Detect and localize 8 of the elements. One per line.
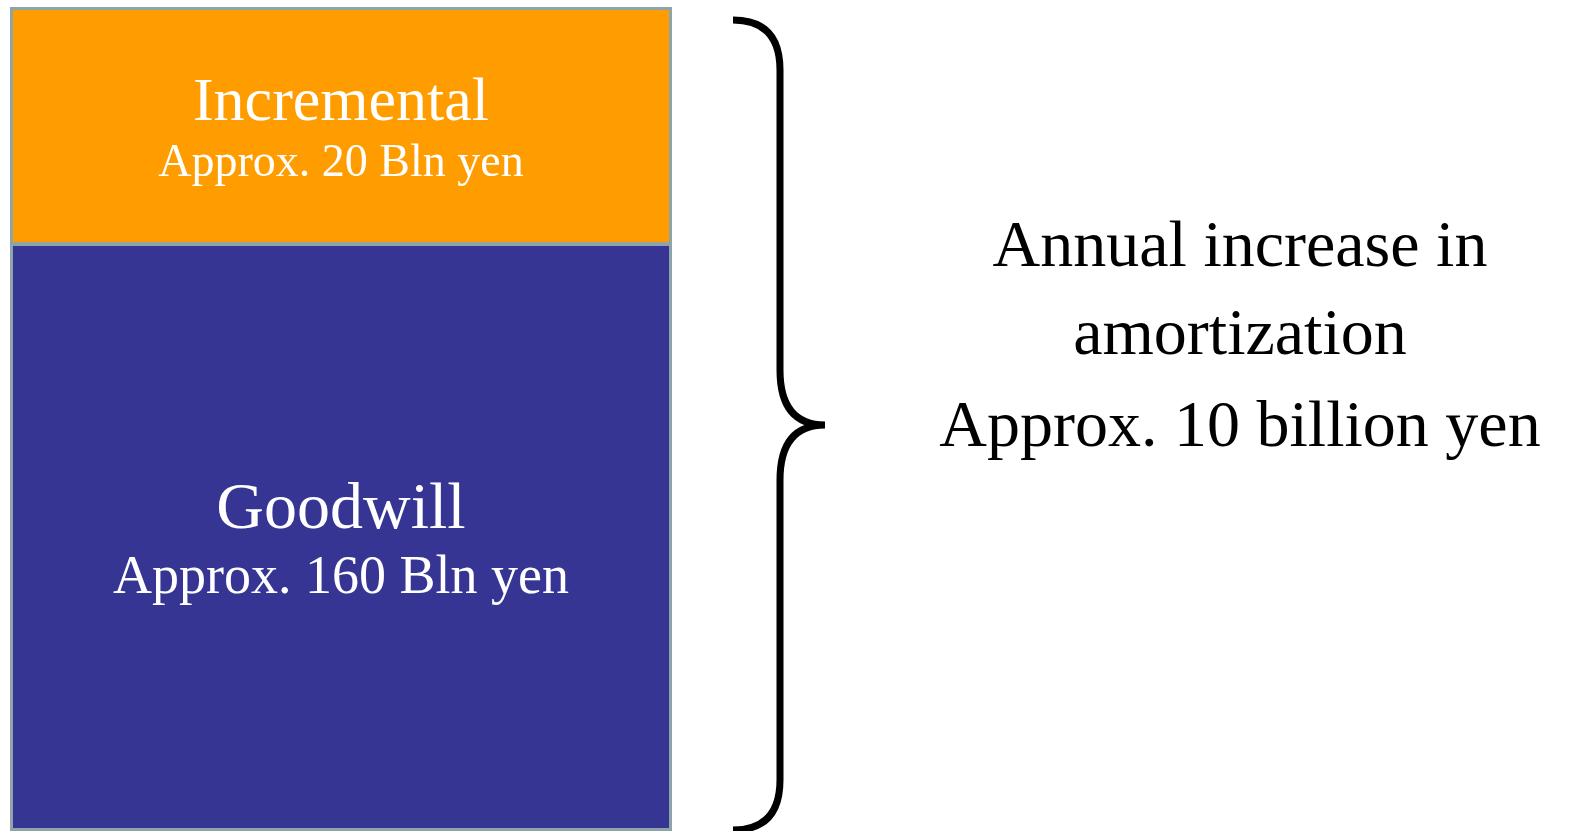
block-amount: Approx. 20 Bln yen [158, 135, 524, 189]
annotation-text: Annual increase in amortization [991, 206, 1489, 370]
block-title: Incremental [192, 63, 489, 135]
block-title: Goodwill [216, 468, 466, 544]
annotation-amount: Approx. 10 billion yen [938, 386, 1542, 462]
block-amount: Approx. 160 Bln yen [113, 543, 569, 606]
value-block [10, 7, 672, 245]
value-block [10, 243, 672, 831]
